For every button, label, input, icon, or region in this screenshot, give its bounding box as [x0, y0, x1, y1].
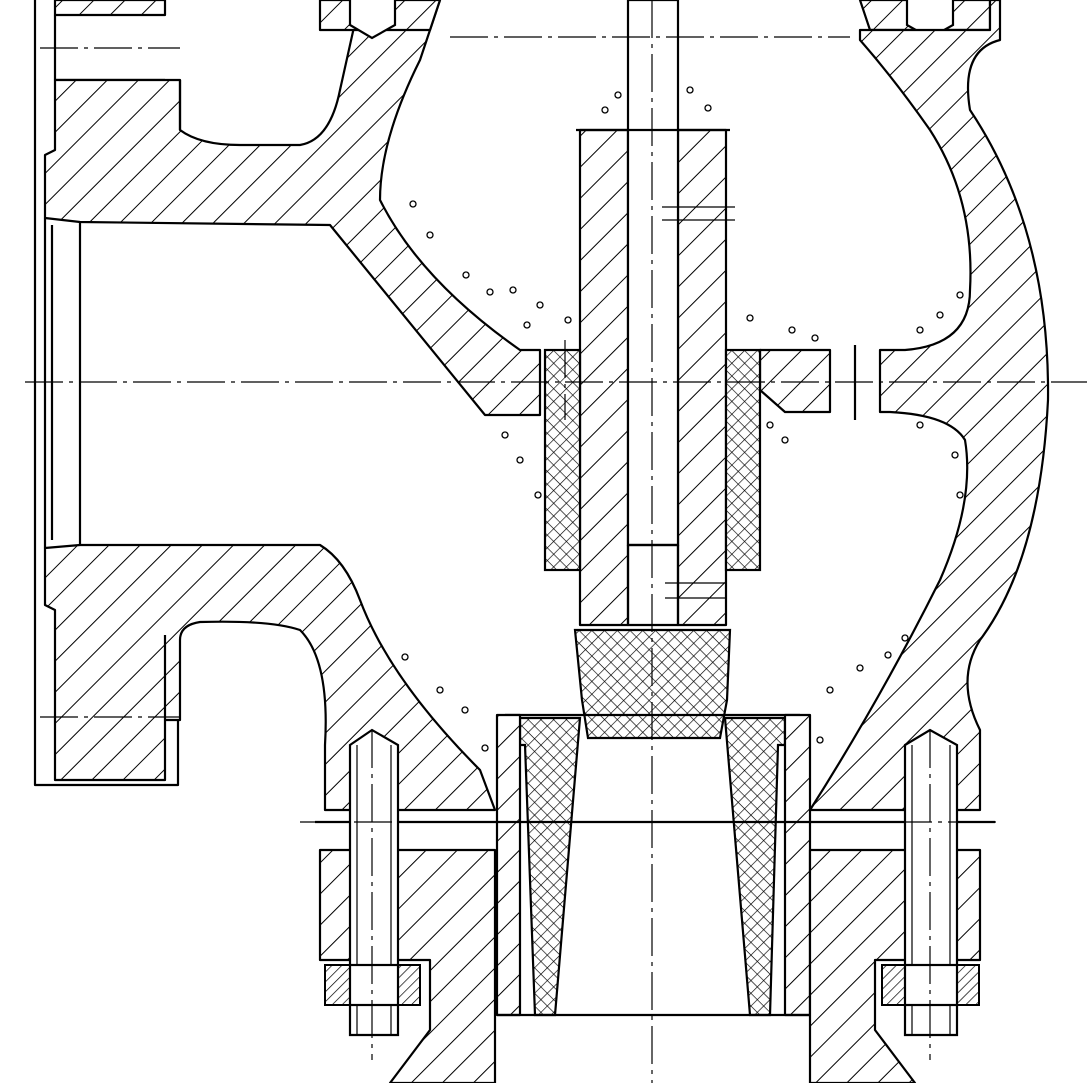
top-bolts — [318, 0, 992, 40]
bolt-right — [881, 728, 980, 1037]
flow-particles — [401, 86, 964, 752]
guide-bushing-left — [543, 348, 582, 572]
valve-body-right — [758, 0, 1050, 812]
bolt-left — [324, 728, 421, 1037]
seat-ring-right — [723, 716, 787, 1017]
stem-assembly — [576, 0, 735, 627]
seat-ring-left — [518, 716, 582, 1017]
inlet-flange — [33, 0, 542, 812]
center-lines — [25, 0, 1087, 1083]
guide-bushing-right — [724, 348, 762, 572]
